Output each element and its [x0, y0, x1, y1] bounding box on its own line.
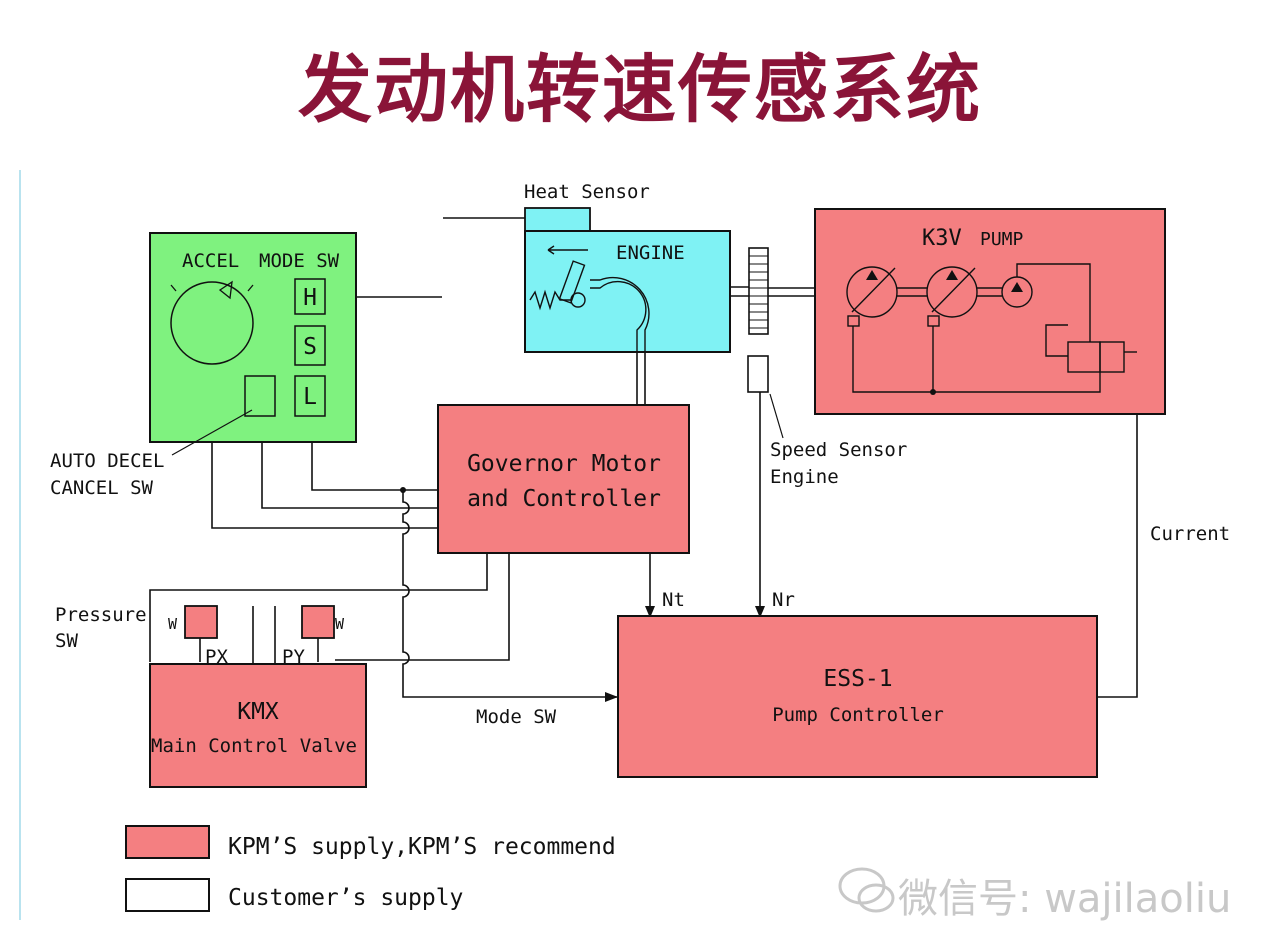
legend-customer-label: Customer’s supply [228, 885, 463, 911]
mode-l-button [294, 375, 326, 417]
pump-controller-label: Pump Controller [772, 704, 944, 726]
mode-s-button [294, 325, 326, 366]
accel-label: ACCEL [182, 250, 239, 272]
governor-motor-box [437, 404, 690, 554]
wechat-icon [838, 867, 895, 913]
legend-customer-swatch [125, 878, 210, 912]
wiring [149, 217, 1138, 698]
flywheel-gear-icon [748, 247, 769, 335]
pressure-label: Pressure [55, 604, 147, 626]
engine-box [524, 230, 731, 353]
accel-dial-icon [170, 281, 254, 365]
mode-sw-line-label: Mode SW [476, 706, 557, 728]
py-pressure-switch [301, 605, 335, 639]
speed-sensor-icon [747, 355, 769, 393]
px-pressure-switch [184, 605, 218, 639]
legend-kpm-swatch [125, 825, 210, 859]
governor-label: Governor Motor [467, 451, 661, 477]
auto-decel-label: AUTO DECEL [50, 450, 164, 472]
page-title: 发动机转速传感系统 [298, 47, 982, 133]
main-control-valve-label: Main Control Valve [151, 735, 357, 757]
current-label: Current [1150, 523, 1230, 545]
legend-kpm-label: KPM’S supply,KPM’S recommend [228, 834, 616, 860]
kmx-valve-box [149, 663, 367, 788]
cancel-sw-label: CANCEL SW [50, 477, 154, 499]
mode-l-label: L [303, 384, 317, 410]
kmx-label: KMX [237, 699, 279, 725]
w-left-label: W [168, 615, 178, 633]
pump-hydraulic-icons [846, 263, 1137, 393]
auto-decel-switch [244, 375, 276, 417]
nr-label: Nr [772, 589, 795, 611]
accel-mode-switch-box [149, 232, 357, 443]
mode-h-button [294, 278, 326, 315]
w-right-label: W [335, 615, 345, 633]
ess1-controller-box [617, 615, 1098, 778]
mode-h-label: H [303, 285, 317, 311]
watermark-text: 微信号: wajilaoliu [898, 876, 1232, 922]
k3v-pump-box [814, 208, 1166, 415]
heat-sensor-label: Heat Sensor [524, 181, 650, 203]
gear-teeth [749, 255, 768, 329]
mode-sw-label: MODE SW [259, 250, 340, 272]
speed-sensor-engine-label: Engine [770, 466, 839, 488]
nt-label: Nt [662, 589, 685, 611]
engine-linkage-icon [529, 245, 650, 352]
ess1-label: ESS-1 [823, 666, 892, 692]
mode-s-label: S [303, 334, 317, 360]
engine-label: ENGINE [616, 242, 685, 264]
k3v-label: K3V [922, 226, 962, 251]
speed-sensor-label: Speed Sensor [770, 439, 907, 461]
pressure-sw-label: SW [55, 630, 78, 652]
px-label: PX [205, 646, 228, 668]
governor-controller-label: and Controller [467, 486, 661, 512]
k3v-pump-label: PUMP [980, 229, 1024, 250]
heat-sensor-box [524, 207, 591, 232]
py-label: PY [282, 646, 305, 668]
